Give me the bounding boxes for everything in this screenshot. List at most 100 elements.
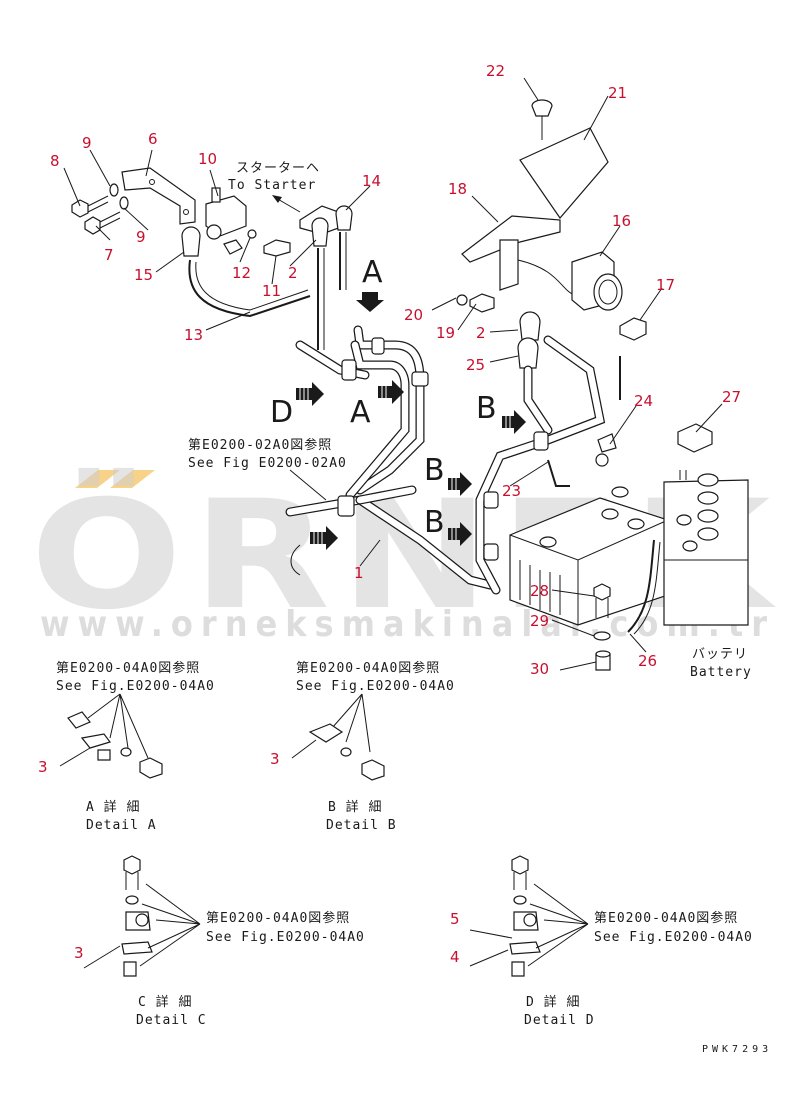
- leader-lines: [63, 77, 723, 671]
- see-fig-label: See Fig.E0200-04A0: [56, 679, 215, 694]
- part-number: 19: [436, 324, 455, 342]
- part-number: 7: [104, 246, 114, 264]
- part-number: 22: [486, 62, 505, 80]
- view-arrow-b-2: [448, 472, 472, 496]
- detail-caption-jp: D 詳 細: [526, 994, 580, 1010]
- see-fig-label-jp: 第E0200-04A0図参照: [594, 910, 738, 926]
- terminal-cover: [311, 217, 329, 247]
- nut: [123, 961, 137, 977]
- to-starter-label-jp: スターターヘ: [236, 161, 320, 176]
- part-number: 10: [198, 150, 217, 168]
- clamp: [121, 941, 153, 955]
- battery-label: Battery: [690, 665, 752, 680]
- terminal-cover: [519, 311, 541, 341]
- part-number: 14: [362, 172, 381, 190]
- bolt: [619, 317, 647, 341]
- part-number: 3: [38, 758, 48, 776]
- view-letter: A: [350, 395, 371, 430]
- main-harness: [285, 325, 495, 590]
- part-number: 9: [82, 134, 92, 152]
- part-number: 13: [184, 326, 203, 344]
- part-number: 25: [466, 356, 485, 374]
- part-number: 8: [50, 152, 60, 170]
- part-number-labels: 22 21 6 9 8 10 14 18 16 7 9 12 2 15 11 1…: [38, 62, 741, 966]
- detail-caption: Detail C: [136, 1013, 207, 1028]
- terminal-cover: [335, 205, 353, 231]
- view-arrows: [290, 292, 526, 576]
- washer: [456, 294, 468, 306]
- clamp: [371, 337, 385, 355]
- detail-caption-jp: C 詳 細: [138, 994, 192, 1010]
- part-number: 3: [74, 944, 84, 962]
- clamp: [533, 431, 549, 451]
- terminal: [677, 423, 713, 453]
- part-number: 11: [262, 282, 281, 300]
- see-fig-label-jp: 第E0200-02A0図参照: [188, 437, 332, 453]
- part-number: 16: [612, 212, 631, 230]
- view-letters: A D A B B B: [270, 255, 497, 540]
- clamp: [308, 723, 344, 743]
- part-number: 3: [270, 750, 280, 768]
- detail-caption: Detail D: [524, 1013, 595, 1028]
- see-fig-label: See Fig E0200-02A0: [188, 456, 347, 471]
- clamp: [411, 371, 429, 387]
- knob: [531, 99, 553, 117]
- terminal: [597, 433, 617, 453]
- washer: [340, 747, 352, 757]
- washer: [125, 895, 139, 905]
- washer: [593, 631, 611, 641]
- part-number: 27: [722, 388, 741, 406]
- view-arrow-a-top: [356, 292, 384, 312]
- batteries: [509, 423, 749, 671]
- washer: [120, 747, 132, 757]
- part-number: 12: [232, 264, 251, 282]
- bolt: [123, 855, 141, 875]
- view-letter: A: [362, 255, 383, 290]
- right-relay-assembly: [456, 99, 647, 595]
- drawing-code: PWK7293: [702, 1044, 772, 1055]
- bolt: [263, 239, 291, 257]
- part-number: 24: [634, 392, 653, 410]
- clamp: [80, 733, 111, 749]
- detail-caption-jp: B 詳 細: [328, 799, 382, 815]
- view-arrow-a-mid: [378, 380, 404, 404]
- part-number: 21: [608, 84, 627, 102]
- bolt: [139, 757, 163, 779]
- bolt: [593, 583, 611, 601]
- bolt: [361, 759, 385, 781]
- clamp: [337, 495, 355, 517]
- view-arrow-b-1: [502, 410, 526, 434]
- watermark-accent-left: [75, 470, 120, 488]
- part-number: 18: [448, 180, 467, 198]
- part-number: 30: [530, 660, 549, 678]
- washer: [513, 895, 527, 905]
- clamp: [67, 711, 91, 729]
- clamp: [509, 941, 541, 955]
- watermark-url: www.orneksmakinalar.com.tr: [40, 604, 775, 645]
- part-number: 9: [136, 228, 146, 246]
- washer: [247, 229, 257, 239]
- see-fig-label: See Fig.E0200-04A0: [206, 930, 365, 945]
- part-number: 26: [638, 652, 657, 670]
- cover: [519, 127, 609, 219]
- to-starter-label: To Starter: [228, 178, 316, 193]
- part-number: 17: [656, 276, 675, 294]
- view-marker-c: [290, 544, 301, 576]
- see-fig-label-jp: 第E0200-04A0図参照: [296, 660, 440, 676]
- washer: [109, 183, 119, 197]
- detail-caption-jp: A 詳 細: [86, 799, 140, 815]
- part-number: 2: [288, 264, 298, 282]
- bolt: [71, 199, 89, 218]
- view-letter: B: [424, 505, 445, 540]
- detail-c: 第E0200-04A0図参照 See Fig.E0200-04A0 C 詳 細 …: [83, 855, 365, 1028]
- clamp: [483, 543, 499, 561]
- detail-caption: Detail B: [326, 818, 397, 833]
- part-number: 1: [354, 564, 364, 582]
- see-fig-label-jp: 第E0200-04A0図参照: [206, 910, 350, 926]
- see-fig-label: See Fig.E0200-04A0: [594, 930, 753, 945]
- part-number: 20: [404, 306, 423, 324]
- connector: [223, 239, 243, 255]
- bracket: [461, 215, 561, 263]
- see-fig-label-jp: 第E0200-04A0図参照: [56, 660, 200, 676]
- part-number: 15: [134, 266, 153, 284]
